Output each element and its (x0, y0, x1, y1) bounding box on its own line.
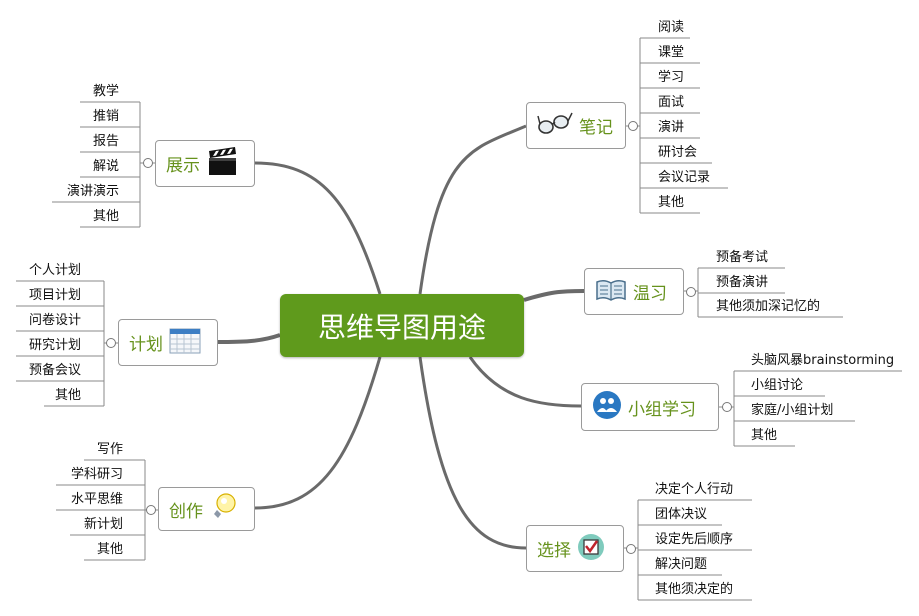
leaf-item[interactable]: 教学 (92, 84, 119, 99)
leaf-item[interactable]: 推销 (92, 109, 119, 124)
leaf-item[interactable]: 其他 (96, 542, 123, 557)
people-icon (592, 390, 622, 424)
collapse-toggle[interactable] (143, 158, 153, 168)
leaf-item[interactable]: 家庭/小组计划 (751, 403, 834, 418)
leaf-item[interactable]: 头脑风暴brainstorming (751, 353, 895, 368)
branch-presentation[interactable]: 展示 (155, 140, 255, 187)
leaf-item[interactable]: 决定个人行动 (655, 482, 734, 497)
branch-review[interactable]: 温习 (584, 268, 684, 315)
checkbox-icon (577, 533, 605, 565)
branch-planning[interactable]: 计划 (118, 319, 218, 366)
leaf-item[interactable]: 课堂 (658, 45, 685, 60)
leaf-item[interactable]: 研讨会 (658, 145, 698, 160)
leaf-item[interactable]: 研究计划 (28, 338, 81, 353)
clapperboard-icon (206, 146, 238, 181)
leaf-item[interactable]: 小组讨论 (751, 378, 804, 393)
collapse-toggle[interactable] (722, 402, 732, 412)
branch-choice[interactable]: 选择 (526, 525, 624, 572)
collapse-toggle[interactable] (686, 287, 696, 297)
collapse-toggle[interactable] (626, 544, 636, 554)
branch-creation[interactable]: 创作 (158, 487, 255, 531)
collapse-toggle[interactable] (106, 338, 116, 348)
leaf-item[interactable]: 项目计划 (28, 288, 81, 303)
branch-label: 创作 (169, 501, 203, 522)
calendar-icon (169, 328, 201, 358)
central-topic-label: 思维导图用途 (317, 310, 486, 344)
leaf-item[interactable]: 其他 (92, 209, 119, 224)
leaf-item[interactable]: 其他 (54, 388, 81, 403)
leaf-item[interactable]: 学习 (658, 70, 685, 85)
leaf-item[interactable]: 预备会议 (28, 363, 81, 378)
branch-label: 选择 (537, 541, 571, 561)
branch-label: 计划 (129, 335, 163, 355)
leaf-item[interactable]: 演讲 (658, 120, 685, 135)
collapse-toggle[interactable] (628, 121, 638, 131)
leaf-item[interactable]: 预备演讲 (716, 275, 769, 290)
leaf-item[interactable]: 报告 (92, 134, 119, 149)
leaf-item[interactable]: 其他 (751, 428, 778, 443)
leaf-item[interactable]: 预备考试 (716, 250, 769, 265)
branch-label: 笔记 (579, 118, 613, 138)
branch-group-study[interactable]: 小组学习 (581, 383, 719, 431)
leaf-item[interactable]: 水平思维 (70, 492, 123, 507)
leaf-item[interactable]: 新计划 (83, 517, 123, 532)
leaf-item[interactable]: 解说 (92, 159, 119, 174)
leaf-item[interactable]: 其他须加深记忆的 (716, 299, 821, 314)
leaf-item[interactable]: 面试 (658, 95, 685, 110)
lightbulb-icon (209, 492, 239, 526)
glasses-icon (537, 110, 573, 142)
leaf-item[interactable]: 阅读 (658, 20, 685, 35)
central-topic[interactable]: 思维导图用途 (280, 294, 524, 357)
open-book-icon (595, 278, 627, 306)
leaf-item[interactable]: 问卷设计 (28, 313, 81, 328)
leaf-item[interactable]: 个人计划 (28, 263, 81, 278)
leaf-item[interactable]: 设定先后顺序 (655, 532, 734, 547)
branch-label: 温习 (633, 284, 667, 304)
branch-label: 展示 (166, 156, 200, 176)
leaf-item[interactable]: 演讲演示 (66, 184, 119, 199)
leaf-item[interactable]: 其他须决定的 (655, 582, 734, 597)
leaf-item[interactable]: 会议记录 (658, 170, 711, 185)
leaf-item[interactable]: 团体决议 (655, 507, 708, 522)
branch-label: 小组学习 (628, 399, 696, 420)
leaf-item[interactable]: 其他 (658, 195, 685, 210)
leaf-item[interactable]: 学科研习 (70, 467, 123, 482)
collapse-toggle[interactable] (146, 505, 156, 515)
leaf-item[interactable]: 解决问题 (655, 557, 708, 572)
branch-notes[interactable]: 笔记 (526, 102, 626, 149)
leaf-item[interactable]: 写作 (96, 442, 123, 457)
